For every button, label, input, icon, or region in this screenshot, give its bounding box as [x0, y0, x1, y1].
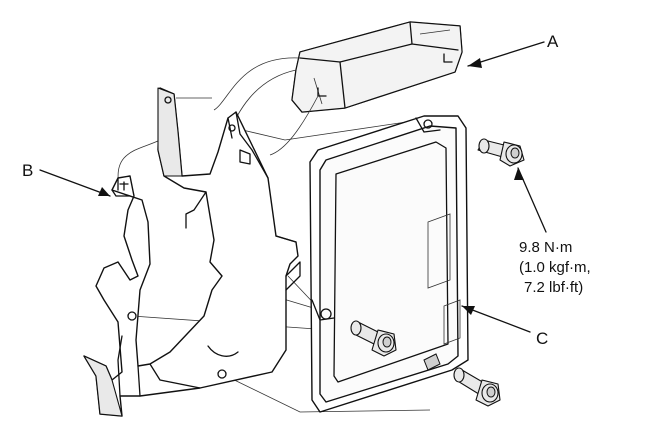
leader-b — [39, 169, 111, 197]
bolt-lower — [453, 367, 501, 407]
bracket-b — [83, 87, 301, 417]
torque-spec-line-3: 7.2 lbf·ft) — [524, 279, 583, 296]
ecm-unit-c — [309, 115, 469, 413]
leader-c — [461, 305, 531, 333]
leader-a — [467, 41, 545, 68]
bolt-upper-right — [477, 138, 525, 167]
callout-b-label: B — [22, 161, 33, 180]
callout-a-label: A — [547, 32, 559, 51]
leader-torque — [514, 167, 547, 233]
torque-spec-line-2: (1.0 kgf·m, — [519, 259, 591, 276]
cover-a — [291, 21, 463, 113]
callout-c-label: C — [536, 329, 548, 348]
torque-spec-line-1: 9.8 N·m — [519, 239, 572, 256]
bolt-middle — [350, 320, 397, 357]
